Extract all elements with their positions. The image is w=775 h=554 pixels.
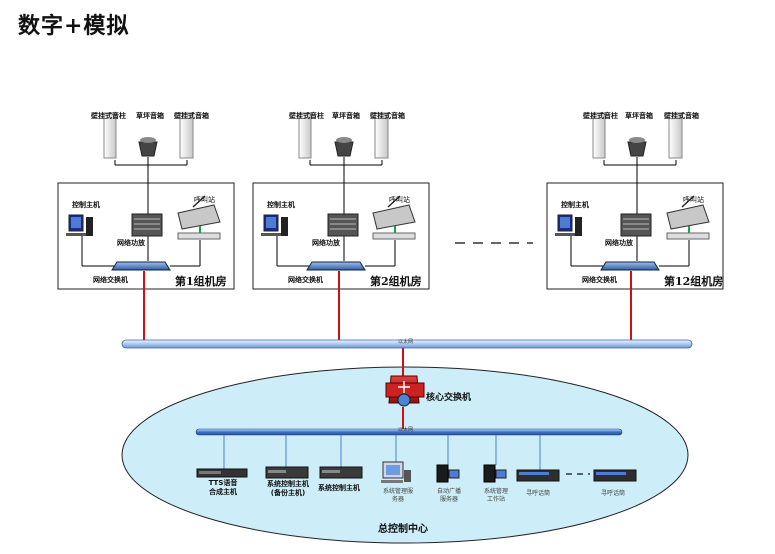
tts-host-label: TTS语音合成主机 [208, 479, 238, 496]
room-2-wall-speaker-icon [374, 112, 389, 159]
room-2-label: 第2组机房 [370, 275, 422, 288]
room-2-switch-label: 网络交换机 [288, 276, 323, 284]
room-12 [546, 112, 724, 290]
room-2-switch-icon [306, 261, 366, 271]
room-1-switch-icon [111, 261, 171, 271]
core-switch-icon [385, 375, 425, 407]
room-1-speaker-2-label: 草坪音箱 [136, 112, 164, 120]
room-2-speaker-1-label: 壁挂式音柱 [289, 112, 324, 120]
room-1-control-host-label: 控制主机 [72, 201, 100, 209]
room-12-amp-label: 网络功放 [605, 239, 633, 247]
page-title: 数字+模拟 [18, 13, 130, 39]
room-12-switch-icon [600, 261, 660, 271]
center-drop-lines [223, 435, 541, 470]
center-lan-label: 以太网 [398, 427, 414, 433]
paging-mic-icon-2 [593, 469, 637, 482]
room-1-amp-label: 网络功放 [117, 239, 145, 247]
room-12-speaker-3-label: 壁挂式音箱 [664, 112, 699, 120]
control-center-cloud [121, 366, 689, 544]
room-12-lawn-speaker-icon [627, 141, 647, 157]
room-1-speaker-3-label: 壁挂式音箱 [174, 112, 209, 120]
management-server-icon [381, 461, 411, 483]
core-switch-label: 核心交换机 [426, 393, 472, 403]
room-12-caller-icon [666, 204, 710, 230]
room-12-caller-label: 呼叫站 [683, 196, 704, 204]
room-12-switch-label: 网络交换机 [582, 276, 617, 284]
paging-mic-icon [516, 469, 560, 482]
paging-mic-label-2: 寻呼话筒 [601, 490, 626, 497]
room-1-column-speaker-icon [103, 112, 117, 159]
room-2-amp-label: 网络功放 [312, 239, 340, 247]
backup-control-host-label: 系统控制主机(备份主机) [267, 480, 309, 497]
paging-mic-label: 寻呼话筒 [526, 490, 551, 497]
tts-host-icon [196, 468, 248, 478]
backup-control-host-icon [265, 466, 309, 479]
room-1 [57, 112, 235, 290]
room-1-caller-label: 呼叫站 [194, 196, 215, 204]
control-host-label: 系统控制主机 [318, 484, 360, 492]
room-12-wall-speaker-icon [668, 112, 683, 159]
room-12-column-speaker-icon [592, 112, 606, 159]
room-2-control-host-label: 控制主机 [267, 201, 295, 209]
room-1-switch-label: 网络交换机 [93, 276, 128, 284]
management-workstation-label: 系统管理工作站 [483, 488, 508, 503]
room-12-speaker-2-label: 草坪音箱 [625, 112, 653, 120]
room-2-caller-icon [372, 204, 416, 230]
auto-broadcast-server-icon [436, 464, 460, 483]
room-1-lawn-speaker-icon [138, 141, 158, 157]
room-2-column-speaker-icon [298, 112, 312, 159]
room-2-speaker-2-label: 草坪音箱 [332, 112, 360, 120]
backbone-label: 以太网 [398, 339, 414, 345]
room-12-control-host-label: 控制主机 [561, 201, 589, 209]
room-1-caller-icon [177, 204, 221, 230]
auto-broadcast-server-label: 自动广播服务器 [436, 488, 461, 503]
room-1-speaker-1-label: 壁挂式音柱 [91, 112, 126, 120]
control-center-label: 总控制中心 [378, 524, 428, 535]
room-2 [252, 112, 430, 290]
room-1-label: 第1组机房 [175, 275, 227, 288]
room-2-caller-label: 呼叫站 [389, 196, 410, 204]
ethernet-backbone [121, 339, 693, 349]
room-2-lawn-speaker-icon [334, 141, 354, 157]
room-12-label: 第12组机房 [664, 275, 724, 288]
room-2-speaker-3-label: 壁挂式音箱 [370, 112, 405, 120]
room-12-speaker-1-label: 壁挂式音柱 [583, 112, 618, 120]
room-1-wall-speaker-icon [179, 112, 194, 159]
management-workstation-icon [483, 464, 507, 483]
control-host-icon [319, 466, 363, 479]
center-lan-bar [195, 428, 623, 436]
management-server-label: 系统管理服务器 [383, 488, 414, 503]
